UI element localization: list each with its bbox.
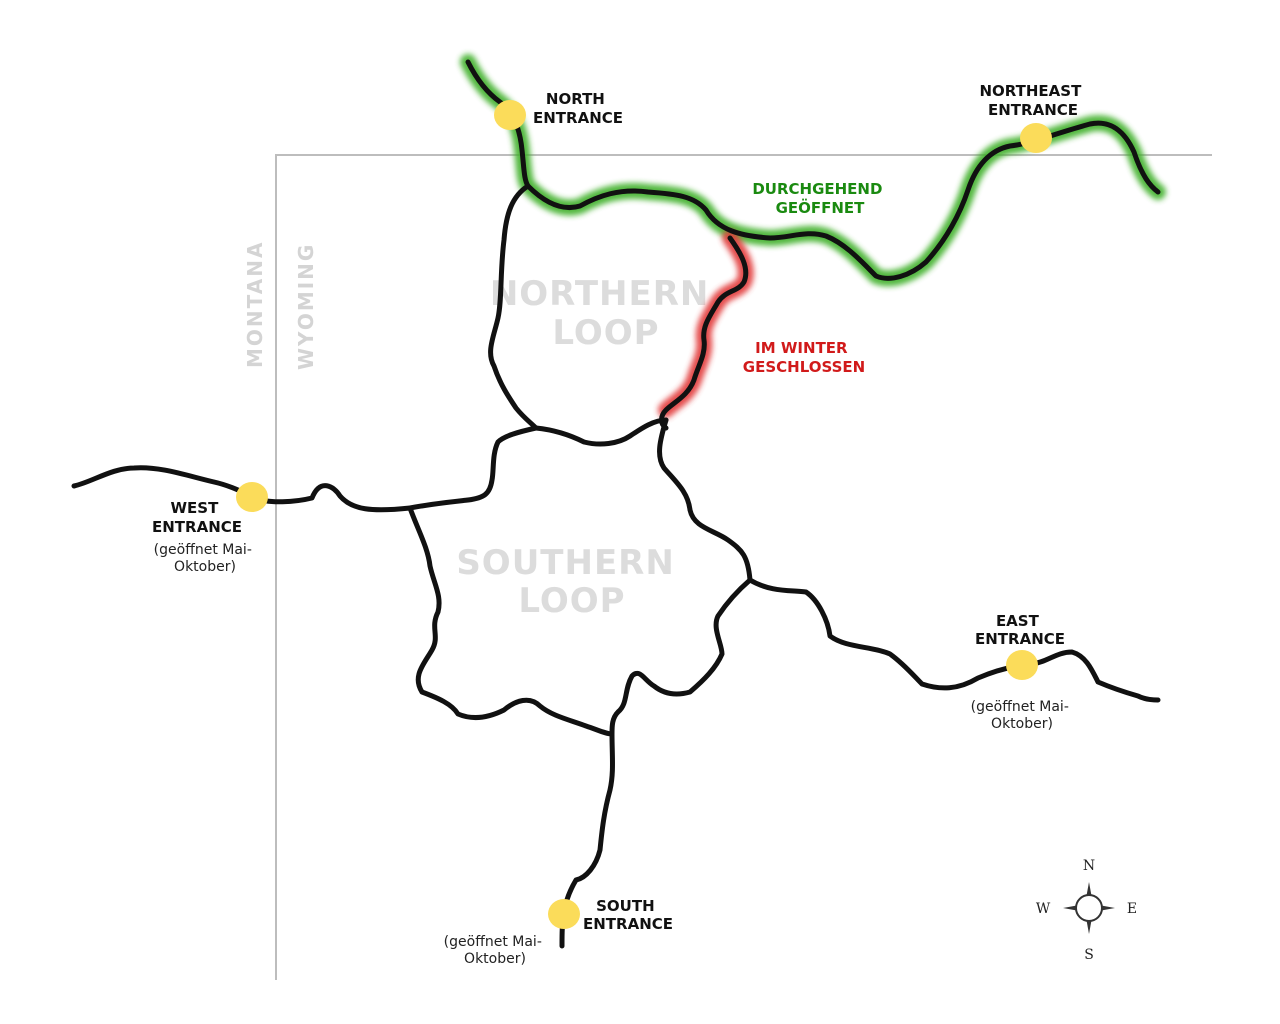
closed-in-winter-label: IM WINTER GESCHLOSSEN [743,339,865,376]
northeast-entrance-marker[interactable] [1020,123,1052,153]
north-entrance-label: NORTH ENTRANCE [533,90,623,127]
west-entrance-marker[interactable] [236,482,268,512]
state-border [275,154,1212,980]
northern-loop-label: NORTHERN LOOP [490,274,722,353]
compass-n: N [1083,858,1095,874]
compass-w: W [1036,901,1051,917]
south-entrance-label: SOUTH ENTRANCE [583,897,673,933]
south-entrance-marker[interactable] [548,899,580,929]
west-entrance-note: (geöffnet Mai- Oktober) [154,542,257,575]
east-entrance-marker[interactable] [1006,650,1038,680]
east-entrance-note: (geöffnet Mai- Oktober) [971,699,1074,732]
road-network [71,59,1161,949]
northeast-entrance-label: NORTHEAST ENTRANCE [979,82,1086,119]
south-entrance-note: (geöffnet Mai- Oktober) [444,934,547,967]
east-entrance-label: EAST ENTRANCE [975,612,1065,648]
entrance-markers [236,100,1052,929]
compass-rose: N S E W [1036,858,1137,963]
compass-s: S [1084,947,1094,963]
state-label-montana: MONTANA [243,241,267,368]
state-label-wyoming: WYOMING [294,243,318,370]
southern-loop-label: SOUTHERN LOOP [456,543,687,621]
compass-e: E [1127,901,1137,917]
west-entrance-label: WEST ENTRANCE [152,499,242,536]
open-all-year-label: DURCHGEHEND GEÖFFNET [752,180,887,217]
north-entrance-marker[interactable] [494,100,526,130]
